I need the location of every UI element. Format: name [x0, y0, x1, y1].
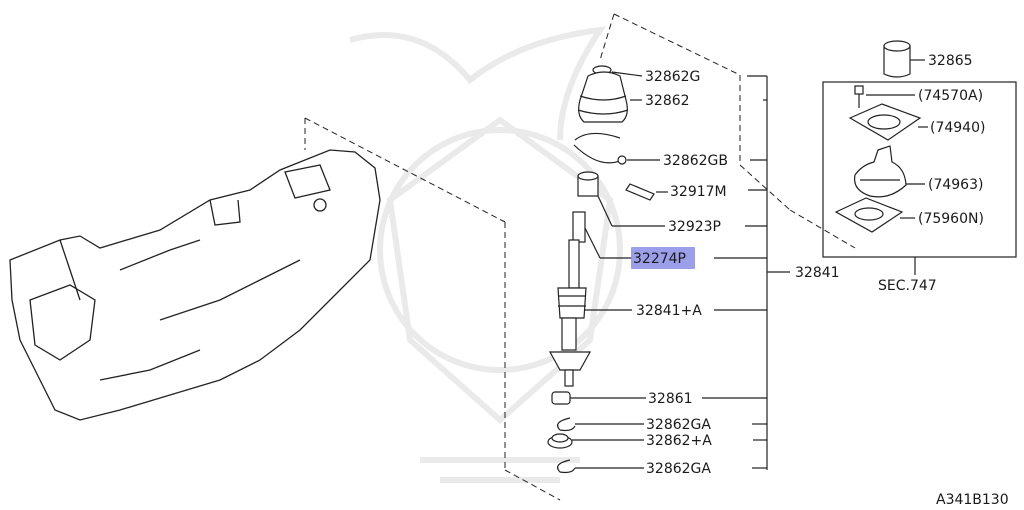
retainer-plate-part: [848, 103, 922, 141]
label-75960N[interactable]: (75960N): [918, 211, 984, 227]
label-32841[interactable]: 32841: [795, 265, 840, 281]
sec-747-box: [822, 81, 1017, 258]
clip-b-part: [557, 459, 576, 474]
mount-guide-left: [304, 13, 856, 501]
shift-knob-part: [883, 40, 911, 78]
shift-boot-part: [853, 145, 907, 198]
dust-boot-part: [577, 71, 629, 123]
label-32862A[interactable]: 32862+A: [646, 433, 712, 449]
watermark-emblem: [349, 26, 623, 483]
label-32923P[interactable]: 32923P: [668, 219, 721, 235]
assembly-bracket: [702, 75, 790, 470]
highlight-32274: [631, 247, 695, 269]
sleeve-part: [572, 211, 586, 243]
seal-a-part: [547, 433, 573, 449]
gasket-part: [834, 197, 904, 233]
label-32862GA-1[interactable]: 32862GA: [646, 417, 711, 433]
diagram-code: A341B130: [936, 492, 1009, 508]
pin-part: [625, 183, 655, 201]
label-74963[interactable]: (74963): [928, 177, 983, 193]
label-32862GB[interactable]: 32862GB: [663, 153, 728, 169]
collar-part: [551, 391, 571, 405]
label-32861[interactable]: 32861: [648, 391, 693, 407]
label-74940[interactable]: (74940): [930, 120, 985, 136]
label-32862G[interactable]: 32862G: [645, 69, 700, 85]
bushing-part: [577, 171, 599, 197]
label-sec-747[interactable]: SEC.747: [878, 278, 937, 294]
label-32865[interactable]: 32865: [928, 53, 973, 69]
label-32841A[interactable]: 32841+A: [636, 303, 702, 319]
label-32862GA-2[interactable]: 32862GA: [646, 461, 711, 477]
label-32862[interactable]: 32862: [645, 93, 690, 109]
band-clip-part: [573, 132, 627, 165]
shift-lever-part: [548, 239, 592, 387]
bolt-part: [854, 85, 864, 108]
transmission-case: [9, 149, 381, 421]
label-32917M[interactable]: 32917M: [670, 184, 727, 200]
label-32274[interactable]: 32274P: [633, 251, 686, 267]
clip-a-part: [557, 417, 576, 432]
label-74570A[interactable]: (74570A): [918, 88, 983, 104]
